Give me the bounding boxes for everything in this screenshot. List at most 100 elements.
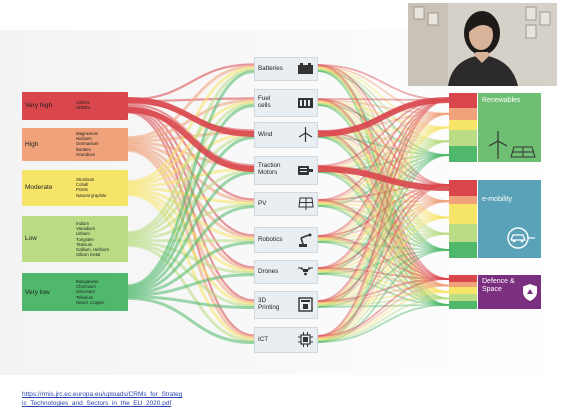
flow-tech-to-sector [316, 126, 450, 340]
flow-tech-to-sector [316, 241, 450, 251]
flow-tech-to-sector [316, 249, 450, 343]
ev-charging-icon [507, 227, 535, 249]
sector-label: Renewables [482, 97, 521, 104]
flow-tech-to-sector [316, 267, 450, 280]
flow-tech-to-sector [316, 101, 450, 219]
flow-very-high-motors [127, 107, 255, 172]
defence-bar-very-high [449, 275, 477, 282]
tech-traction-motors: Traction Motors [254, 156, 318, 185]
flow-tech-to-sector [316, 270, 450, 293]
video-frame [408, 3, 557, 86]
tech-fuel-cells: Fuel cells [254, 89, 318, 117]
flow-tech-to-sector [316, 216, 450, 305]
tech-drones: Drones [254, 260, 318, 284]
flow-risk-to-tech [127, 103, 255, 167]
flow-risk-to-tech [127, 241, 255, 296]
flow-tech-to-sector [316, 268, 450, 287]
sector-defence-space: Defence & Space [478, 275, 541, 309]
tech-3d-printing: 3D Printing [254, 291, 318, 319]
flow-risk-to-tech [127, 136, 255, 291]
flow-tech-to-sector [316, 297, 450, 307]
flow-tech-to-sector [316, 169, 450, 235]
flow-tech-to-sector [316, 102, 450, 143]
defence-bar-high [449, 282, 477, 287]
flow-tech-to-sector [316, 154, 450, 243]
risk-level-very-high: Very high LREEs HREEs [22, 92, 128, 120]
risk-level-low: Low Indium Vanadium Lithium Tungsten Tit… [22, 216, 128, 262]
risk-materials: LREEs HREEs [76, 100, 91, 111]
flow-risk-to-tech [127, 296, 255, 345]
tech-label: ICT [258, 336, 269, 343]
tech-robotics: Robotics [254, 227, 318, 253]
source-link[interactable]: https://rmis.jrc.ec.europa.eu/uploads/CR… [22, 390, 182, 408]
flow-tech-to-sector [316, 232, 450, 242]
flow-tech-to-sector [316, 154, 450, 308]
source-link-line2[interactable]: ic_Technologies_and_Sectors_in_the_EU_20… [22, 400, 172, 407]
flow-tech-to-sector [316, 140, 450, 206]
flow-tech-to-sector [316, 304, 450, 343]
sector-e-mobility: e-mobility [478, 180, 541, 258]
flow-tech-to-sector [316, 70, 450, 156]
risk-materials: Manganese Chromium Zirconium Tellurium N… [76, 279, 105, 305]
robot-arm-icon [299, 233, 312, 247]
tech-ict: ICT [254, 327, 318, 353]
battery-icon [298, 63, 313, 74]
tech-label: Drones [258, 268, 279, 275]
flow-tech-to-sector [316, 200, 450, 239]
flow-tech-to-sector [316, 199, 450, 280]
flow-tech-to-sector [316, 112, 450, 169]
renewables-bar-moderate [449, 120, 477, 130]
flow-tech-to-sector [316, 136, 450, 251]
flow-tech-to-sector [316, 126, 450, 272]
tech-label: Robotics [258, 236, 283, 243]
source-link-line1[interactable]: https://rmis.jrc.ec.europa.eu/uploads/CR… [22, 391, 183, 398]
flow-tech-to-sector [316, 140, 450, 307]
flow-tech-to-sector [316, 168, 450, 293]
flow-tech-to-sector [316, 205, 450, 306]
flow-tech-to-sector [316, 104, 450, 156]
drone-icon [298, 267, 313, 276]
flow-tech-to-sector [316, 241, 450, 306]
flow-tech-to-sector [316, 67, 450, 129]
flow-tech-to-sector [316, 133, 450, 293]
flow-risk-to-tech [127, 104, 255, 289]
flow-tech-to-sector [316, 291, 450, 305]
flow-tech-to-sector [316, 136, 450, 306]
flow-tech-to-sector [316, 202, 450, 219]
flow-tech-to-sector [316, 130, 450, 280]
flow-tech-to-sector [316, 126, 450, 240]
risk-label: Moderate [25, 184, 53, 191]
flow-tech-to-sector [316, 297, 450, 342]
flow-risk-to-tech [127, 169, 255, 239]
renewables-bar-low [449, 130, 477, 146]
flow-tech-to-sector [316, 203, 450, 235]
fuel-cell-icon [298, 98, 313, 108]
sector-label: e-mobility [482, 196, 512, 203]
tech-label: Fuel cells [258, 95, 271, 109]
flow-risk-to-tech [127, 134, 255, 238]
flow-tech-to-sector [316, 67, 450, 219]
risk-level-high: High Magnesium Niobium Germanium Borates… [22, 128, 128, 161]
flow-motors-emobility [316, 166, 450, 191]
flow-tech-to-sector [316, 99, 450, 337]
flow-tech-to-sector [316, 273, 450, 306]
flow-tech-to-sector [316, 112, 450, 203]
chip-icon [298, 332, 313, 347]
risk-label: Very low [25, 289, 50, 296]
tech-pv: PV [254, 192, 318, 216]
emobility-bar-very-low [449, 242, 477, 258]
sector-renewables: Renewables [478, 93, 541, 162]
flow-tech-to-sector [316, 98, 450, 280]
flow-tech-to-sector [316, 304, 450, 308]
wind-turbine-icon [298, 127, 313, 142]
flow-risk-to-tech [127, 171, 255, 292]
flow-tech-to-sector [316, 64, 450, 280]
emobility-bar-very-high [449, 180, 477, 196]
motor-icon [298, 166, 313, 175]
tech-label: PV [258, 200, 267, 207]
flow-wind-renewables [316, 97, 450, 137]
flow-tech-to-sector [316, 101, 450, 293]
flow-tech-to-sector [316, 154, 450, 275]
risk-materials: Strontium Cobalt PGMs Natural graphite [76, 177, 107, 198]
renewables-icon [488, 131, 536, 159]
